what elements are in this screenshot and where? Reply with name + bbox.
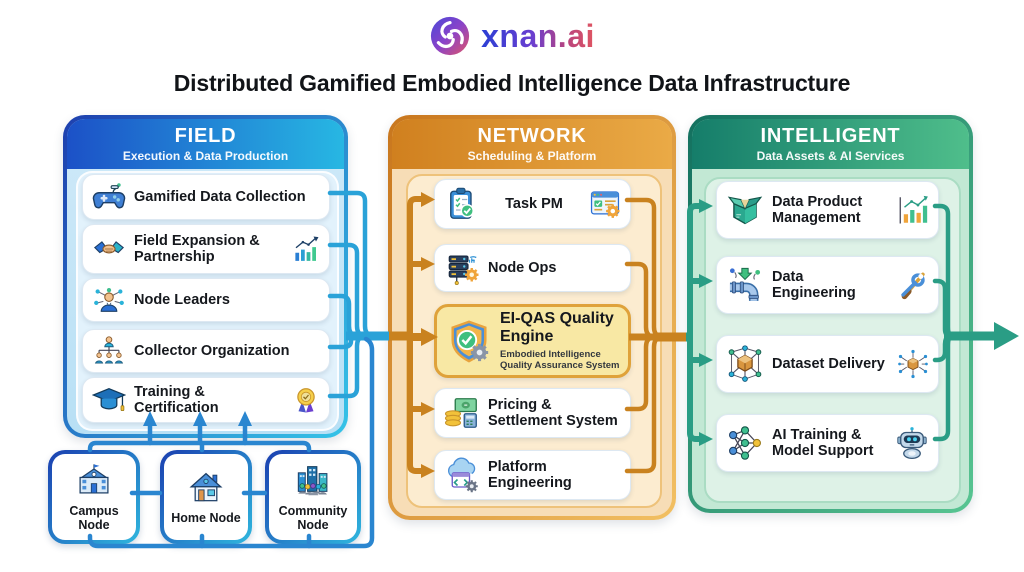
card-label: Field Expansion & Partnership bbox=[134, 232, 260, 265]
node-label: Community Node bbox=[278, 503, 348, 532]
campus-node-box: Campus Node bbox=[48, 450, 140, 544]
card-data-engineering: Data Engineering bbox=[716, 256, 939, 314]
card-label: Platform Engineering bbox=[488, 458, 572, 491]
community-node-box: Community Node bbox=[265, 450, 361, 544]
medal-icon bbox=[291, 385, 321, 415]
growth-chart-icon bbox=[291, 234, 321, 264]
package-box-icon bbox=[726, 191, 764, 229]
cube-network-icon bbox=[726, 345, 764, 383]
tools-icon bbox=[896, 268, 930, 302]
network-title: NETWORK bbox=[477, 124, 587, 147]
card-ai-training-model-support: AI Training & Model Support bbox=[716, 414, 939, 472]
card-label: Pricing & Settlement System bbox=[488, 396, 618, 429]
clipboard-check-icon bbox=[444, 186, 480, 222]
card-collector-organization: Collector Organization bbox=[82, 329, 330, 373]
card-pricing-settlement: Pricing & Settlement System bbox=[434, 388, 631, 438]
card-data-product-management: Data Product Management bbox=[716, 181, 939, 239]
server-gear-icon bbox=[444, 250, 480, 286]
card-label: Collector Organization bbox=[134, 342, 290, 359]
node-label: Home Node bbox=[171, 510, 241, 525]
handshake-icon bbox=[92, 232, 126, 266]
home-node-box: Home Node bbox=[160, 450, 252, 544]
card-label: Data Product Management bbox=[772, 193, 863, 226]
intelligent-header: INTELLIGENT Data Assets & AI Services bbox=[692, 119, 969, 169]
node-label: Campus Node bbox=[69, 503, 119, 532]
card-label: AI Training & Model Support bbox=[772, 426, 874, 459]
brand-logo: xnan.ai bbox=[0, 12, 1024, 60]
card-node-leaders: Node Leaders bbox=[82, 278, 330, 322]
money-calculator-icon bbox=[444, 395, 480, 431]
network-subtitle: Scheduling & Platform bbox=[467, 148, 597, 163]
field-title: FIELD bbox=[174, 124, 237, 147]
school-building-icon bbox=[75, 462, 113, 501]
org-chart-icon bbox=[92, 334, 126, 368]
card-gamified-data-collection: Gamified Data Collection bbox=[82, 174, 330, 220]
cube-spokes-icon bbox=[898, 349, 928, 379]
graduation-cap-icon bbox=[92, 383, 126, 417]
card-label: Dataset Delivery bbox=[772, 355, 885, 372]
pipeline-icon bbox=[726, 266, 764, 304]
card-label: Gamified Data Collection bbox=[134, 188, 306, 205]
intelligent-panel: INTELLIGENT Data Assets & AI Services Da… bbox=[688, 115, 973, 513]
field-panel: FIELD Execution & Data Production Gamifi… bbox=[63, 115, 348, 438]
neural-network-icon bbox=[726, 424, 764, 462]
field-subtitle: Execution & Data Production bbox=[122, 148, 289, 163]
shield-check-icon bbox=[446, 318, 492, 364]
network-panel: NETWORK Scheduling & Platform T bbox=[388, 115, 676, 520]
bar-chart-icon bbox=[896, 193, 930, 227]
intelligent-title: INTELLIGENT bbox=[760, 124, 901, 147]
card-label: Node Ops bbox=[488, 259, 557, 276]
card-label: Task PM bbox=[505, 195, 563, 212]
card-label: Data Engineering bbox=[772, 268, 856, 301]
card-field-expansion: Field Expansion & Partnership bbox=[82, 224, 330, 274]
card-platform-engineering: Platform Engineering bbox=[434, 450, 631, 500]
exit-arrow-head bbox=[994, 322, 1019, 350]
card-node-ops: Node Ops bbox=[434, 244, 631, 292]
card-label: Training & Certification bbox=[134, 383, 219, 416]
cloud-code-icon bbox=[444, 457, 480, 493]
card-label: EI-QAS Quality Engine bbox=[500, 310, 614, 346]
robot-icon bbox=[894, 425, 930, 461]
brand-wordmark: xnan.ai bbox=[481, 17, 595, 54]
card-dataset-delivery: Dataset Delivery bbox=[716, 335, 939, 393]
card-training-certification: Training & Certification bbox=[82, 377, 330, 423]
card-eiqas-quality-engine: EI-QAS Quality Engine Embodied Intellige… bbox=[434, 304, 631, 378]
house-icon bbox=[187, 469, 225, 508]
browser-gear-icon bbox=[588, 187, 622, 221]
intelligent-subtitle: Data Assets & AI Services bbox=[756, 148, 905, 163]
field-header: FIELD Execution & Data Production bbox=[67, 119, 344, 169]
network-header: NETWORK Scheduling & Platform bbox=[392, 119, 672, 169]
swirl-logo-icon bbox=[431, 16, 470, 56]
game-controller-icon bbox=[92, 180, 126, 214]
page-title: Distributed Gamified Embodied Intelligen… bbox=[173, 70, 851, 96]
card-label: Node Leaders bbox=[134, 291, 230, 308]
person-network-icon bbox=[92, 283, 126, 317]
card-sublabel: Embodied Intelligence Quality Assurance … bbox=[500, 349, 620, 372]
community-buildings-icon bbox=[294, 462, 332, 501]
card-task-pm: Task PM bbox=[434, 179, 631, 229]
